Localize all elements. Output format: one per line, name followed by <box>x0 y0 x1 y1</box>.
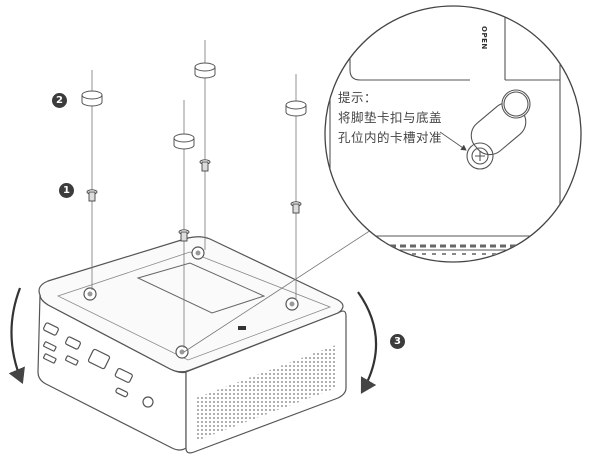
screw-4 <box>290 201 302 214</box>
step-badge-1: 1 <box>59 183 74 198</box>
callout-heading: 提示： <box>338 90 378 105</box>
callout-line-1: 将脚垫卡扣与底盖 <box>338 110 443 125</box>
screw-3 <box>178 229 190 242</box>
rubber-feet <box>81 62 307 150</box>
foot-pad-2 <box>194 62 216 79</box>
rotate-arrow-left <box>8 287 25 385</box>
rotation-arrows <box>8 287 378 394</box>
foot-pad-3 <box>173 133 195 150</box>
callout-arrow <box>439 131 467 151</box>
screw-2 <box>199 159 211 172</box>
callout-note: 提示： 将脚垫卡扣与底盖 孔位内的卡槽对准 <box>338 88 488 148</box>
projector-body <box>37 236 347 454</box>
foot-pad-4 <box>285 100 307 117</box>
rotate-arrow-right <box>357 291 378 394</box>
callout-line-2: 孔位内的卡槽对准 <box>338 130 443 145</box>
step-badge-2: 2 <box>52 93 67 108</box>
screw-1 <box>86 189 98 202</box>
foot-pad-1 <box>81 90 103 107</box>
screws <box>86 159 302 242</box>
step-badge-3: 3 <box>390 334 405 349</box>
open-label: OPEN <box>480 26 488 50</box>
